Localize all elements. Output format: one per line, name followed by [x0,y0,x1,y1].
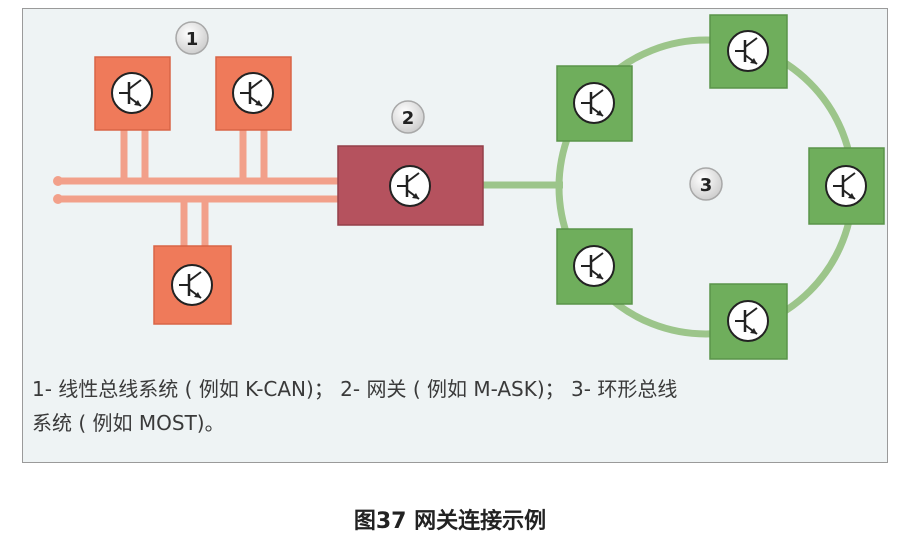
badge-3-label: 3 [700,175,713,196]
transistor-icon [170,263,214,307]
badge-3: 3 [689,167,723,201]
bus-terminators [53,176,63,204]
badge-2: 2 [391,100,425,134]
transistor-icon [231,71,275,115]
diagram-caption: 1- 线性总线系统 ( 例如 K-CAN)； 2- 网关 ( 例如 M-ASK)… [32,372,872,440]
gateway-node [337,145,484,226]
ring-node-2 [556,65,633,142]
transistor-icon [726,299,770,343]
transistor-icon [726,29,770,73]
linear-node-1 [94,56,171,131]
ring-node-5 [709,283,788,360]
badge-1: 1 [175,21,209,55]
badge-2-label: 2 [402,108,415,129]
badge-1-label: 1 [186,29,199,50]
transistor-icon [572,244,616,288]
linear-bus [58,128,340,248]
linear-node-3 [153,245,232,325]
transistor-icon [110,71,154,115]
ring-node-4 [556,228,633,305]
linear-node-2 [215,56,292,131]
caption-line-2: 系统 ( 例如 MOST)。 [32,411,225,435]
transistor-icon [572,81,616,125]
caption-line-1: 1- 线性总线系统 ( 例如 K-CAN)； 2- 网关 ( 例如 M-ASK)… [32,377,678,401]
ring-node-3 [808,147,885,225]
transistor-icon [388,164,432,208]
figure-title: 图37 网关连接示例 [353,509,547,534]
ring-node-1 [709,14,788,89]
transistor-icon [824,164,868,208]
